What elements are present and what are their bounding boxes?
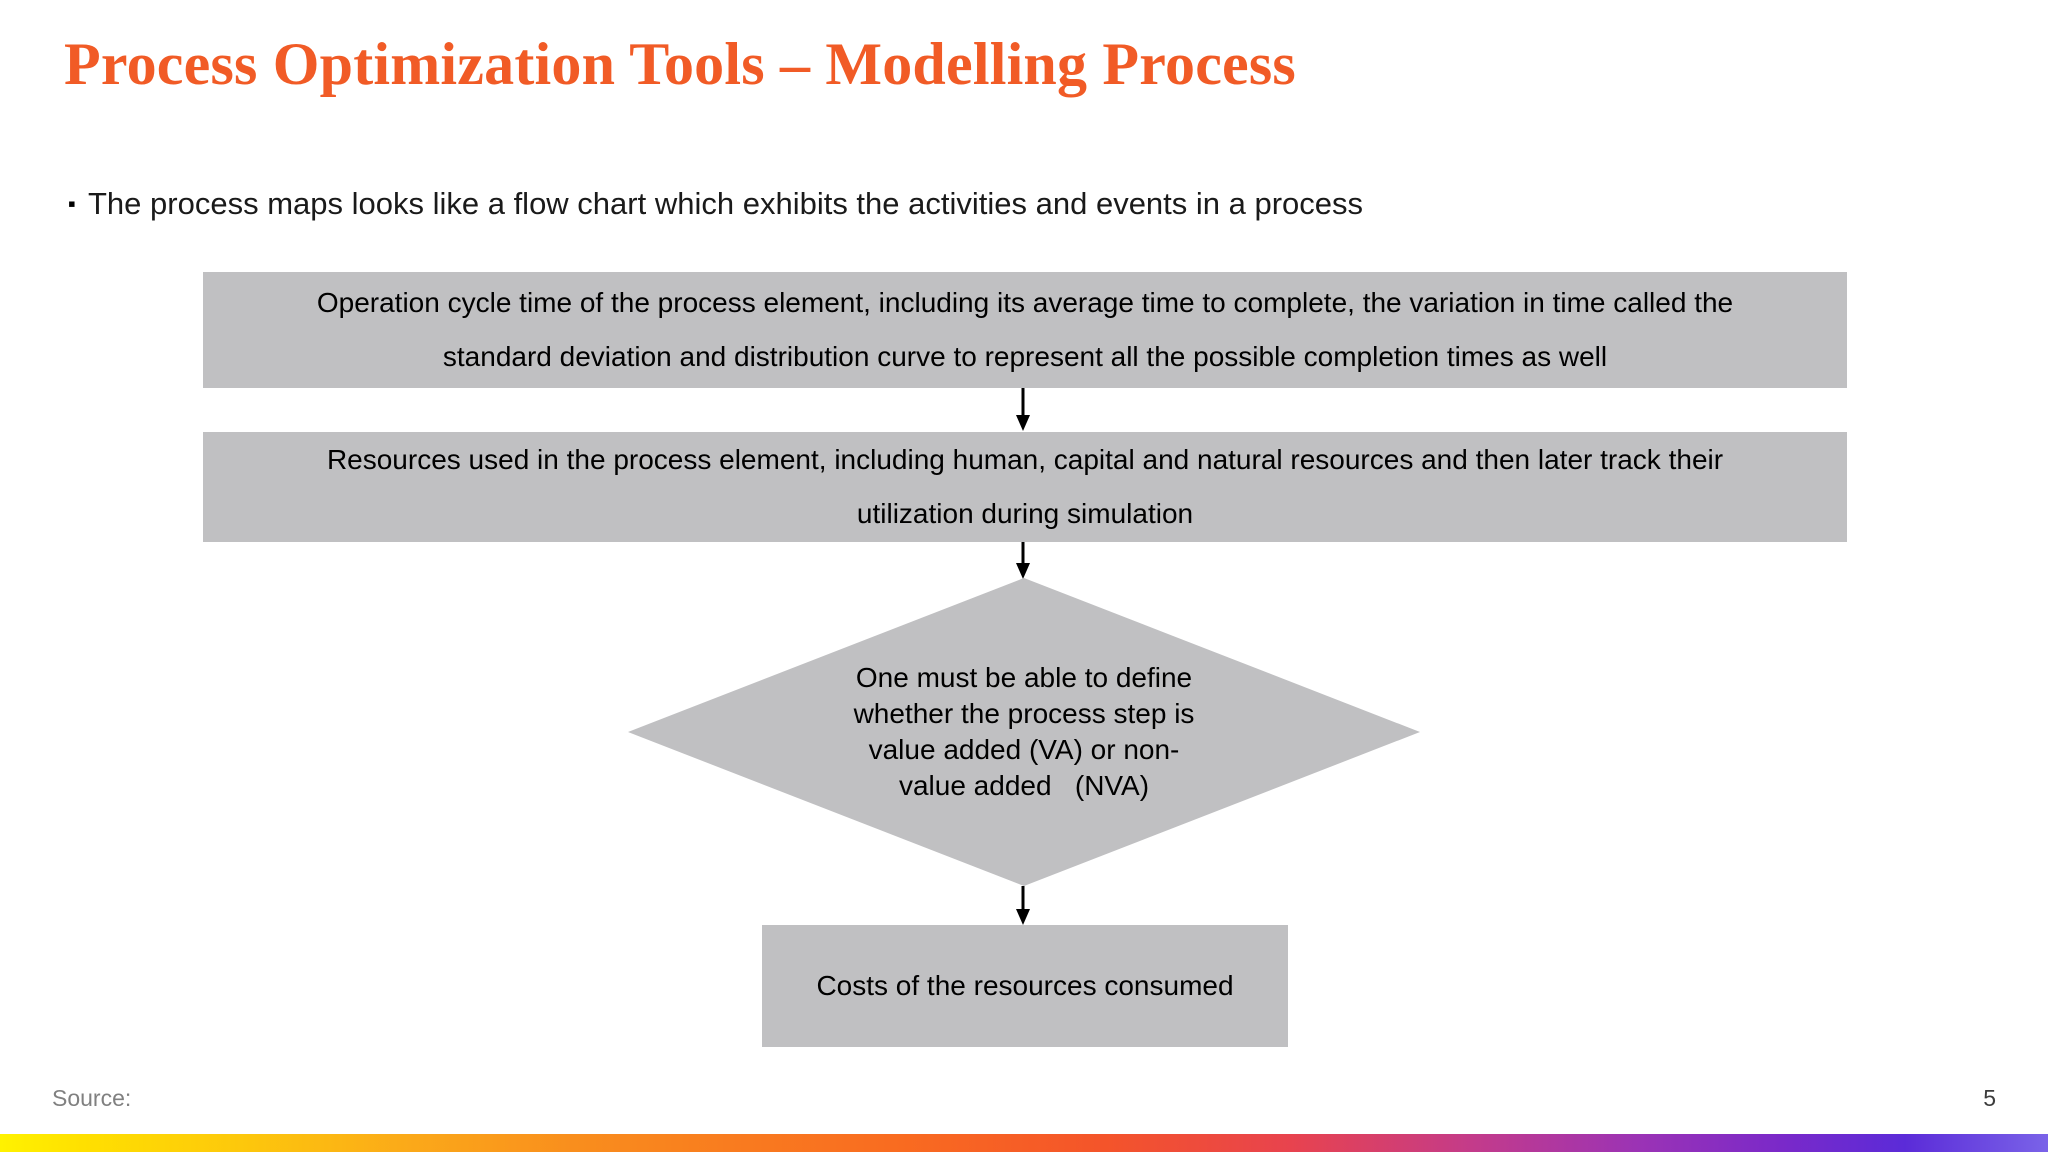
source-label: Source: xyxy=(52,1085,132,1111)
flow-node-value-added-decision[interactable]: One must be able to define whether the p… xyxy=(628,578,1420,886)
flow-node-resources[interactable]: Resources used in the process element, i… xyxy=(203,432,1847,542)
flow-node-cycle-time[interactable]: Operation cycle time of the process elem… xyxy=(203,272,1847,388)
flow-node-costs-line-1: Costs of the resources consumed xyxy=(816,970,1234,1001)
connector-arrow-down-1 xyxy=(1013,388,1033,432)
connector-arrow-down-3 xyxy=(1013,886,1033,926)
diamond-label-line-4: value added (NVA) xyxy=(898,770,1150,801)
bullet-item: ▪ The process maps looks like a flow cha… xyxy=(68,182,1968,226)
page-number: 5 xyxy=(1983,1085,1996,1111)
bullet-item-label: The process maps looks like a flow chart… xyxy=(88,186,1364,221)
flow-node-cycle-time-line-1: Operation cycle time of the process elem… xyxy=(316,287,1734,318)
bottom-gradient-bar xyxy=(0,1134,2048,1152)
flow-node-resources-line-2: utilization during simulation xyxy=(856,498,1194,529)
page-title: Process Optimization Tools – Modelling P… xyxy=(64,31,1296,97)
flow-node-resources-line-1: Resources used in the process element, i… xyxy=(326,444,1724,475)
bullet-marker-icon: ▪ xyxy=(68,191,76,216)
flow-node-costs[interactable]: Costs of the resources consumed xyxy=(762,925,1288,1047)
diamond-label-line-2: whether the process step is xyxy=(853,698,1195,729)
diamond-label-line-3: value added (VA) or non- xyxy=(868,734,1180,765)
connector-arrow-down-2 xyxy=(1013,542,1033,580)
flow-node-cycle-time-line-2: standard deviation and distribution curv… xyxy=(442,341,1608,372)
diamond-label-line-1: One must be able to define xyxy=(855,662,1193,693)
diamond-label: One must be able to define whether the p… xyxy=(628,578,1420,886)
